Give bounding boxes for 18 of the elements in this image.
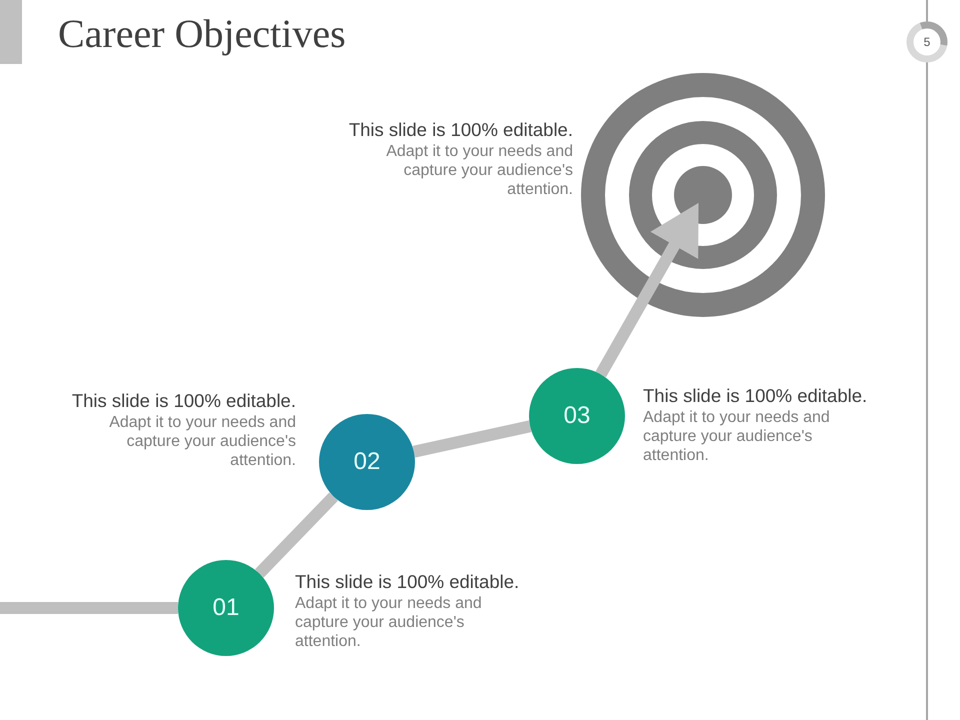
connector-line (0, 602, 178, 614)
slide-title: Career Objectives (58, 10, 346, 58)
step-heading: This slide is 100% editable. (643, 385, 868, 407)
arrow (596, 202, 699, 378)
bullseye-target (581, 73, 825, 317)
step-heading: This slide is 100% editable. (295, 571, 520, 593)
step-number-circle: 01 (178, 560, 274, 656)
step-description: Adapt it to your needs and capture your audience's attention. (295, 594, 483, 651)
connector-line (255, 492, 338, 578)
step-number-circle: 03 (529, 368, 625, 464)
step-description: Adapt it to your needs and capture your audience's attention. (108, 413, 296, 470)
step-description: Adapt it to your needs and capture your audience's attention. (643, 408, 831, 465)
step-heading: This slide is 100% editable. (72, 390, 296, 412)
step-description: Adapt it to your needs and capture your audience's attention. (385, 142, 573, 199)
step-number-circle: 02 (319, 414, 415, 510)
page-number: 5 (922, 34, 932, 50)
connector-line (412, 420, 532, 458)
step-heading: This slide is 100% editable. (348, 119, 573, 141)
